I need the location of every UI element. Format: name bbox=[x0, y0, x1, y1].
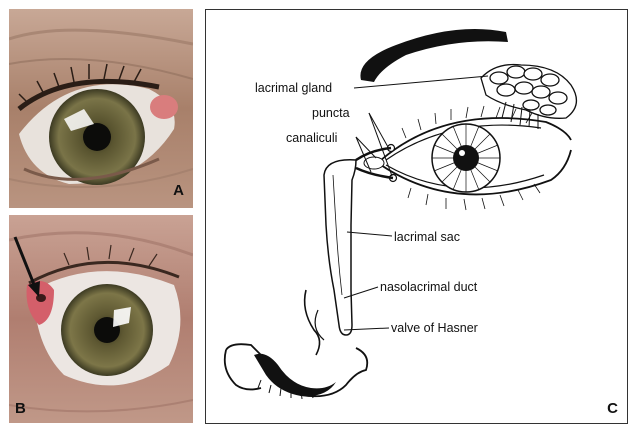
label-lacrimal-sac: lacrimal sac bbox=[394, 230, 460, 244]
lacrimal-drawing bbox=[206, 10, 628, 424]
panel-label-b: B bbox=[15, 400, 26, 417]
drawn-pupil bbox=[453, 145, 479, 171]
photo-panel-a: A bbox=[9, 9, 193, 208]
eye-photo-b bbox=[9, 215, 193, 423]
label-valve-of-hasner: valve of Hasner bbox=[391, 321, 478, 335]
lacrimal-gland-shape bbox=[481, 65, 576, 119]
photo-panel-b: B bbox=[9, 215, 193, 423]
label-nasolacrimal-duct: nasolacrimal duct bbox=[380, 280, 477, 294]
lacrimal-sac-duct bbox=[324, 160, 356, 335]
panel-label-a: A bbox=[173, 182, 184, 199]
label-canaliculi: canaliculi bbox=[286, 131, 337, 145]
label-lacrimal-gland: lacrimal gland bbox=[255, 81, 332, 95]
label-puncta: puncta bbox=[312, 106, 350, 120]
diagram-panel-c: lacrimal gland puncta canaliculi lacrima… bbox=[205, 9, 628, 424]
eye-photo-a bbox=[9, 9, 193, 208]
panel-label-c: C bbox=[607, 400, 618, 417]
